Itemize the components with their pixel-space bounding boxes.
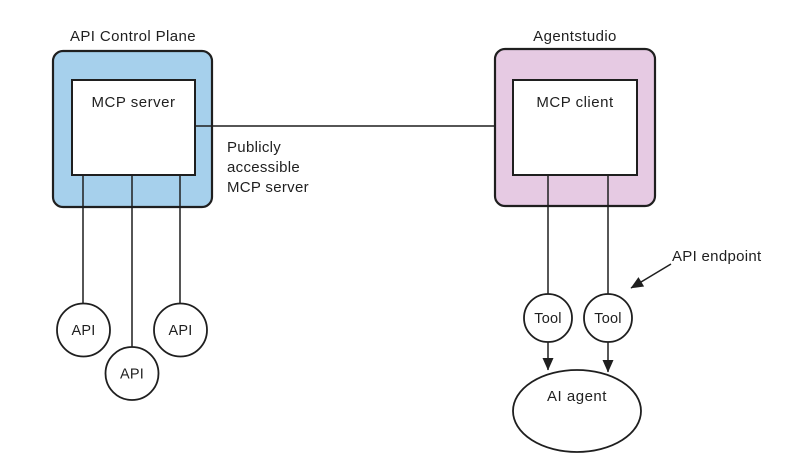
connection-label-line-3: MCP server xyxy=(227,179,309,196)
api-node-circle-2 xyxy=(104,346,160,401)
connection-label-line-2: accessible xyxy=(227,159,300,176)
mcp-client-label: MCP client xyxy=(536,94,614,111)
tool-node-label-1: Tool xyxy=(534,311,561,327)
api-endpoint-label: API endpoint xyxy=(672,248,762,265)
api-node-circle-3 xyxy=(153,302,208,358)
api-node-circle-1 xyxy=(56,302,111,358)
tool-node-label-2: Tool xyxy=(594,311,621,327)
left-group-title: API Control Plane xyxy=(70,28,196,45)
api-node-label-1: API xyxy=(72,323,96,339)
api-node-label-3: API xyxy=(169,323,193,339)
connection-label-line-1: Publicly xyxy=(227,139,281,156)
api-node-label-2: API xyxy=(120,367,144,383)
api-endpoint-arrow xyxy=(630,263,672,289)
ai-agent-ellipse xyxy=(512,369,642,453)
mcp-client-box xyxy=(512,79,638,176)
ai-agent-label: AI agent xyxy=(547,388,607,405)
mcp-server-box xyxy=(71,79,196,176)
right-group-title: Agentstudio xyxy=(533,28,617,45)
mcp-server-label: MCP server xyxy=(92,94,176,111)
